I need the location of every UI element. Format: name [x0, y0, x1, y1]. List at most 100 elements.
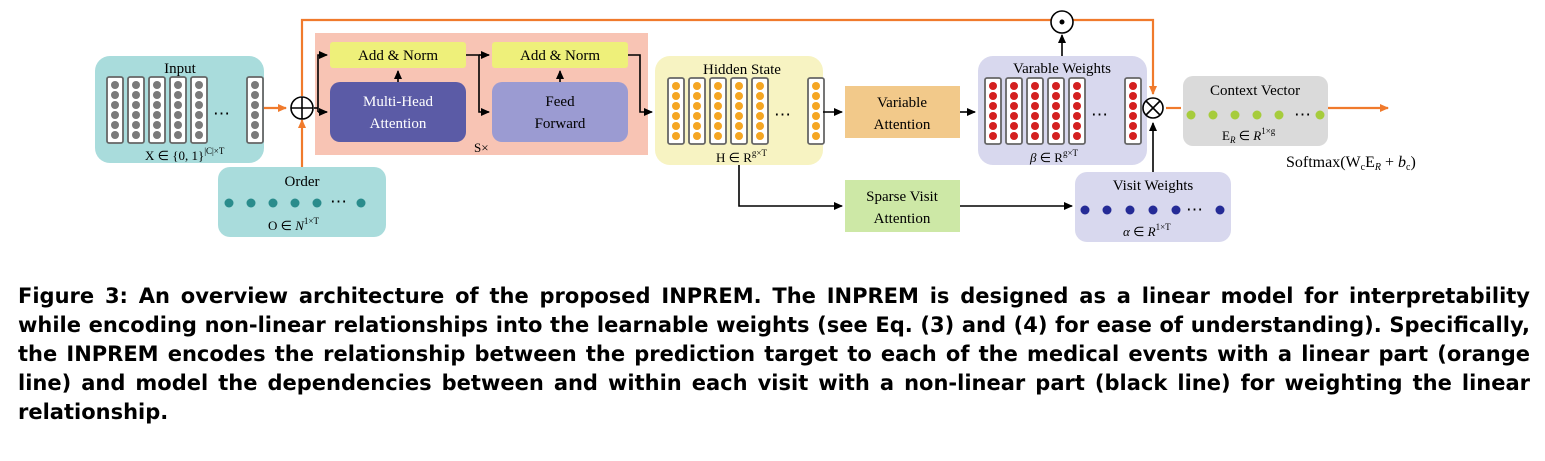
visit-weights-ellipsis: ⋯: [1186, 200, 1203, 219]
nonlinear-path: [314, 34, 1157, 210]
matrix-cell: [153, 91, 161, 99]
matrix-cell: [195, 101, 203, 109]
matrix-column: [807, 77, 825, 145]
matrix-cell: [1052, 122, 1060, 130]
add-norm-2-label: Add & Norm: [520, 48, 600, 64]
sequence-dot: [1215, 205, 1225, 215]
multi-head-attention-box: [330, 82, 466, 142]
matrix-cell: [693, 92, 701, 100]
matrix-cell: [251, 111, 259, 119]
matrix-cell: [812, 82, 820, 90]
matrix-cell: [132, 111, 140, 119]
matrix-cell: [672, 122, 680, 130]
sparse-visit-attention-block: Sparse Visit Attention: [845, 180, 960, 232]
matrix-cell: [672, 92, 680, 100]
matrix-cell: [1052, 82, 1060, 90]
matrix-column: [148, 76, 166, 144]
matrix-cell: [1031, 92, 1039, 100]
matrix-cell: [989, 132, 997, 140]
matrix-column: [730, 77, 748, 145]
matrix-cell: [1129, 92, 1137, 100]
feed-forward-line2: Forward: [535, 116, 586, 132]
matrix-ellipsis: ⋯: [213, 104, 230, 123]
multi-head-line2: Attention: [370, 116, 427, 132]
multi-head-line1: Multi-Head: [363, 94, 433, 110]
sequence-dot: [1125, 205, 1135, 215]
hidden-state-title: Hidden State: [703, 62, 781, 78]
matrix-cell: [1031, 82, 1039, 90]
matrix-cell: [714, 102, 722, 110]
matrix-cell: [812, 92, 820, 100]
context-vector-block: Context Vector ⋯ ER ∈ R1×g: [1183, 76, 1328, 146]
matrix-cell: [195, 121, 203, 129]
matrix-cell: [735, 122, 743, 130]
sequence-dot: [1230, 110, 1240, 120]
matrix-cell: [195, 131, 203, 139]
matrix-cell: [111, 131, 119, 139]
order-background: [218, 167, 386, 237]
sequence-dot: [1208, 110, 1218, 120]
matrix-cell: [195, 111, 203, 119]
matrix-cell: [251, 81, 259, 89]
matrix-cell: [251, 101, 259, 109]
matrix-cell: [989, 122, 997, 130]
matrix-cell: [1073, 132, 1081, 140]
variable-attention-line1: Variable: [877, 95, 927, 111]
sequence-dot: [246, 198, 256, 208]
matrix-cell: [1129, 102, 1137, 110]
addnorm-to-ff-arrow: [466, 54, 490, 116]
sequence-dot: [224, 198, 234, 208]
matrix-cell: [693, 132, 701, 140]
visit-weights-title: Visit Weights: [1113, 178, 1194, 194]
sequence-dot: [1171, 205, 1181, 215]
matrix-cell: [1052, 112, 1060, 120]
matrix-cell: [111, 101, 119, 109]
matrix-cell: [174, 101, 182, 109]
matrix-cell: [1129, 82, 1137, 90]
variable-attention-block: Variable Attention: [845, 86, 960, 138]
matrix-cell: [714, 122, 722, 130]
matrix-cell: [153, 121, 161, 129]
context-vector-title: Context Vector: [1210, 83, 1300, 99]
transformer-block: Add & Norm Add & Norm Multi-Head Attenti…: [315, 33, 653, 155]
matrix-cell: [1010, 132, 1018, 140]
matrix-cell: [174, 121, 182, 129]
add-norm-1-box: [330, 42, 466, 68]
matrix-cell: [174, 81, 182, 89]
matrix-column: [1068, 77, 1086, 145]
matrix-cell: [735, 112, 743, 120]
transformer-to-hidden-arrow: [628, 54, 653, 116]
matrix-column: [709, 77, 727, 145]
add-operator: [290, 96, 314, 120]
matrix-cell: [1010, 82, 1018, 90]
sparse-visit-line1: Sparse Visit: [866, 189, 939, 205]
matrix-cell: [1031, 112, 1039, 120]
feed-forward-box: [492, 82, 628, 142]
matrix-cell: [1052, 102, 1060, 110]
matrix-cell: [756, 122, 764, 130]
matrix-cell: [132, 101, 140, 109]
sequence-dot: [268, 198, 278, 208]
matrix-cell: [812, 132, 820, 140]
multiply-operator: [1142, 97, 1164, 119]
matrix-cell: [153, 131, 161, 139]
matrix-cell: [1129, 112, 1137, 120]
matrix-cell: [672, 82, 680, 90]
matrix-cell: [132, 131, 140, 139]
matrix-cell: [989, 102, 997, 110]
matrix-cell: [153, 81, 161, 89]
matrix-cell: [1052, 92, 1060, 100]
matrix-cell: [195, 91, 203, 99]
matrix-column: [190, 76, 208, 144]
matrix-cell: [989, 92, 997, 100]
matrix-cell: [672, 132, 680, 140]
matrix-cell: [989, 82, 997, 90]
matrix-column: [1047, 77, 1065, 145]
figure-caption: Figure 3: An overview architecture of th…: [18, 282, 1530, 427]
hidden-state-matrix: ⋯: [667, 77, 825, 145]
matrix-cell: [1129, 122, 1137, 130]
matrix-column: [127, 76, 145, 144]
matrix-column: [1124, 77, 1142, 145]
visit-weights-sequence: [1080, 205, 1225, 215]
